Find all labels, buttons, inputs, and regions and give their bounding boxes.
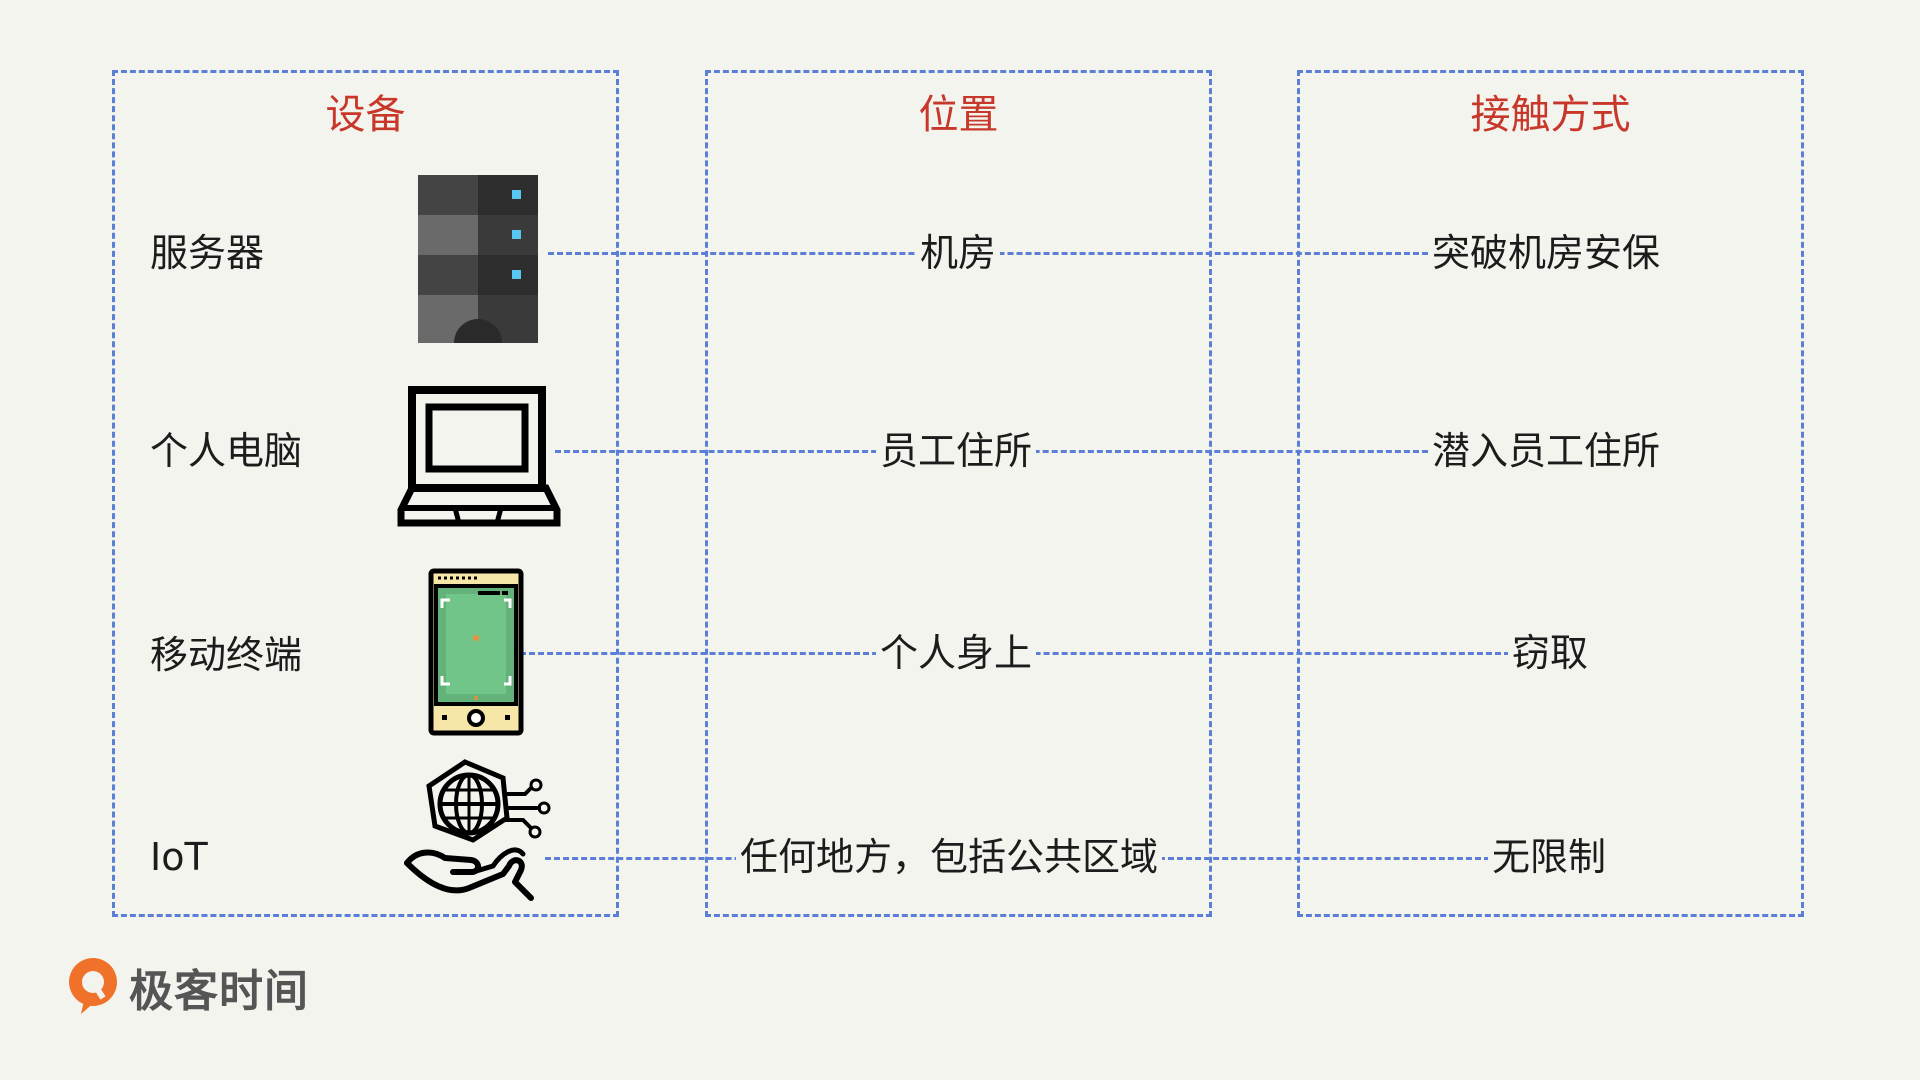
location-label-pc: 员工住所 bbox=[876, 432, 1037, 470]
access-label-server: 突破机房安保 bbox=[1428, 234, 1665, 272]
location-column-title: 位置 bbox=[918, 92, 999, 138]
access-label-mobile: 窃取 bbox=[1508, 634, 1593, 672]
globe-hand-icon bbox=[403, 758, 553, 907]
location-label-mobile: 个人身上 bbox=[876, 634, 1037, 672]
brand-logo: 极客时间 bbox=[65, 955, 309, 1019]
smartphone-icon bbox=[428, 568, 526, 740]
server-icon bbox=[418, 175, 538, 347]
access-column-title: 接触方式 bbox=[1470, 92, 1631, 138]
access-column: 接触方式 bbox=[1297, 70, 1804, 917]
device-label-pc: 个人电脑 bbox=[150, 429, 303, 473]
device-label-mobile: 移动终端 bbox=[150, 633, 303, 677]
device-label-server: 服务器 bbox=[150, 231, 265, 275]
geektime-logo-icon bbox=[69, 958, 117, 1014]
devices-column: 设备 bbox=[112, 70, 619, 917]
location-label-server: 机房 bbox=[916, 234, 1001, 272]
brand-name: 极客时间 bbox=[129, 966, 309, 1017]
device-label-iot: IoT bbox=[150, 835, 208, 879]
laptop-icon bbox=[397, 385, 561, 531]
access-label-iot: 无限制 bbox=[1488, 838, 1611, 876]
devices-column-title: 设备 bbox=[325, 92, 406, 138]
access-label-pc: 潜入员工住所 bbox=[1428, 432, 1665, 470]
location-label-iot: 任何地方，包括公共区域 bbox=[736, 838, 1163, 876]
location-column: 位置 bbox=[705, 70, 1212, 917]
